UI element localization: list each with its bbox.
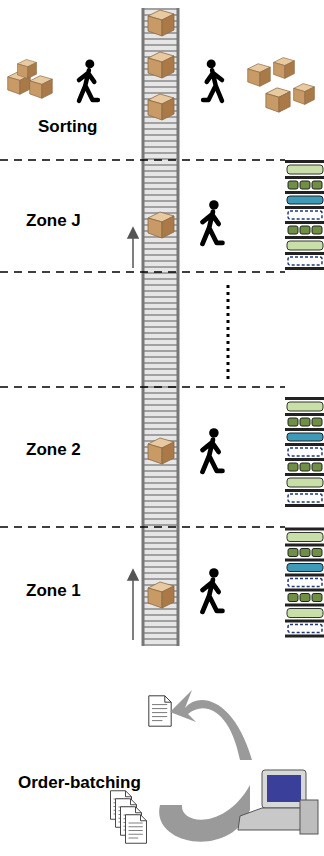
drawing-part (203, 200, 223, 244)
drawing-part (128, 228, 138, 238)
zone-label: Zone 2 (26, 441, 81, 460)
drawing-part (0, 159, 285, 161)
zone-label: Zone J (26, 212, 81, 231)
drawing-part (148, 438, 174, 464)
zone-band: Zone J (0, 160, 140, 272)
drawing-part (203, 428, 223, 472)
ellipsis-line (227, 285, 230, 383)
drawing-part (148, 10, 174, 36)
drawing-part (126, 815, 147, 844)
carton-pile (8, 58, 315, 113)
zone-band: Zone 1 (0, 527, 140, 645)
drawing-part (79, 59, 98, 100)
carton (148, 10, 174, 608)
drawing-part (132, 578, 134, 640)
drawing-part (132, 236, 134, 268)
drawing-part (238, 808, 306, 830)
drawing-part (30, 76, 53, 99)
order-stack (111, 791, 147, 844)
conveyor-belt (143, 8, 178, 646)
single-order (149, 696, 171, 726)
drawing-part (203, 568, 223, 612)
drawing-part (262, 770, 306, 808)
drawing-part (274, 58, 295, 79)
storage-rack (285, 160, 324, 270)
storage-rack (285, 528, 324, 638)
drawing-part (266, 88, 290, 112)
drawing-part (0, 526, 285, 528)
zone-label: Sorting (38, 118, 98, 137)
zone-band: Zone 2 (0, 387, 140, 527)
flow-arrow (128, 228, 138, 640)
batch-arrow (170, 690, 252, 760)
drawing-part (148, 52, 174, 78)
picker-figure (79, 59, 222, 612)
drawing-part (142, 8, 145, 646)
drawing-part (248, 64, 271, 87)
drawing-part (148, 582, 174, 608)
drawing-part (17, 59, 36, 78)
zone-label: Zone 1 (26, 582, 81, 601)
zone-band: Sorting (0, 0, 140, 160)
drawing-part (148, 212, 174, 238)
drawing-part (128, 570, 138, 580)
drawing-part (203, 59, 222, 100)
computer-icon (238, 770, 318, 834)
batch-arrow (159, 785, 250, 842)
zone-separator (0, 160, 285, 527)
drawing-part (294, 84, 315, 105)
stage-label: Order-batching (18, 774, 141, 793)
storage-rack (285, 397, 324, 507)
drawing-part (0, 271, 285, 273)
drawing-part (148, 94, 174, 120)
drawing-part (267, 775, 301, 802)
drawing-part (0, 386, 285, 388)
drawing-part (300, 800, 318, 834)
drawing-part (177, 8, 180, 646)
